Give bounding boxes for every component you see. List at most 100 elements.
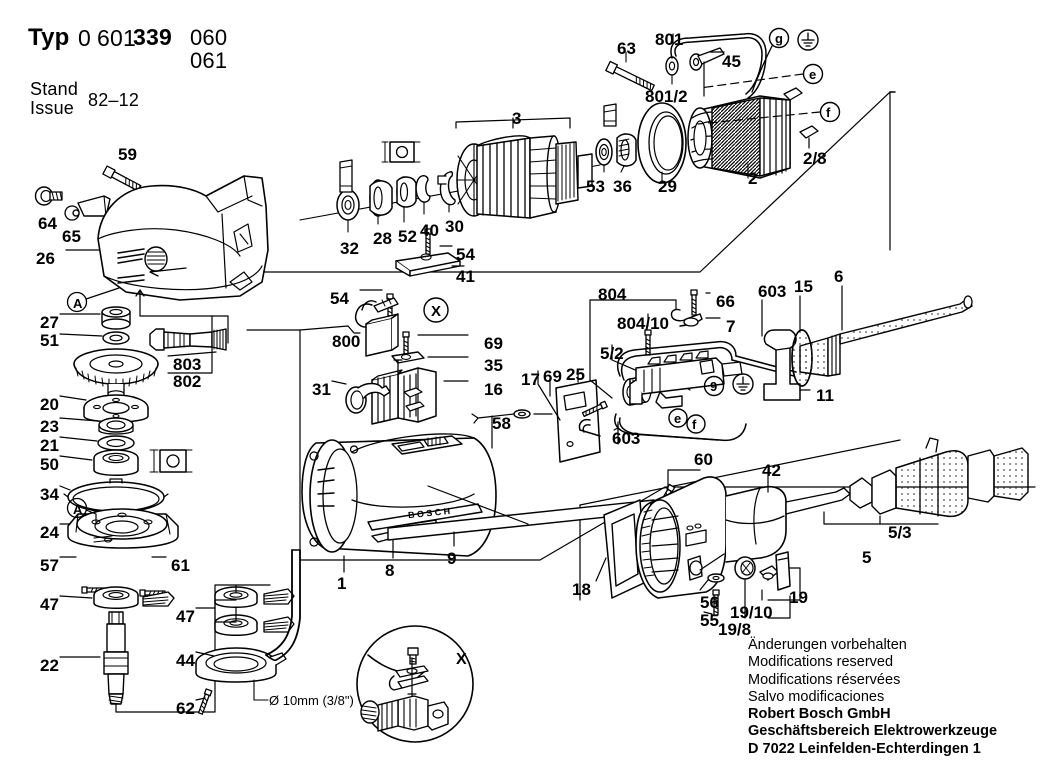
callout-50: 50	[40, 455, 59, 474]
circled-number-9: 9	[710, 379, 718, 394]
callout-45: 45	[722, 52, 741, 71]
circled-letter-f-2: f	[692, 417, 697, 432]
callout-5: 5	[862, 548, 872, 567]
callout-5/2: 5/2	[600, 344, 624, 363]
circled-letter-e: e	[809, 67, 817, 82]
callout-802: 802	[173, 372, 202, 391]
callout-21: 21	[40, 436, 59, 455]
callout-47: 47	[40, 595, 59, 614]
section-marker-a-top: A	[73, 296, 83, 311]
callout-55: 55	[700, 611, 719, 630]
callout-2/8: 2/8	[803, 149, 827, 168]
callout-11: 11	[816, 386, 834, 405]
callout-26: 26	[36, 249, 55, 268]
callout-19/10: 19/10	[730, 603, 773, 622]
company-name: Robert Bosch GmbH	[748, 706, 891, 722]
callout-15: 15	[794, 277, 813, 296]
disclaimer-de: Änderungen vorbehalten	[748, 637, 907, 653]
type-number-1: 601	[97, 25, 136, 51]
callout-62: 62	[176, 699, 195, 718]
callout-53: 53	[586, 177, 605, 196]
callout-804/10: 804/10	[617, 314, 669, 333]
callout-1: 1	[337, 574, 347, 593]
callout-61: 61	[171, 556, 190, 575]
callout-16: 16	[484, 380, 503, 399]
callout-2: 2	[748, 169, 758, 188]
callout-64: 64	[38, 214, 57, 233]
callout-35: 35	[484, 356, 503, 375]
callout-28: 28	[373, 229, 392, 248]
detail-marker-x: X	[456, 651, 467, 668]
callout-801/2: 801/2	[645, 87, 688, 106]
callout-56: 56	[700, 593, 719, 612]
section-marker-a-bottom: A	[73, 502, 83, 517]
callout-804: 804	[598, 285, 627, 304]
callout-36: 36	[613, 177, 632, 196]
callout-44: 44	[176, 651, 195, 670]
issue-date: 82–12	[88, 90, 140, 110]
callout-40: 40	[420, 221, 439, 240]
callout-9: 9	[447, 549, 457, 568]
circled-letter-g: g	[775, 31, 783, 46]
callout-63: 63	[617, 39, 636, 58]
type-variant-061: 061	[190, 48, 228, 73]
callout-801: 801	[655, 30, 684, 49]
callout-59: 59	[118, 145, 137, 164]
callout-603: 603	[758, 282, 787, 301]
callout-32: 32	[340, 239, 359, 258]
callout-8: 8	[385, 561, 395, 580]
circled-letter-e-2: e	[674, 411, 682, 426]
callout-58: 58	[492, 414, 511, 433]
callout-800: 800	[332, 332, 361, 351]
callout-65: 65	[62, 227, 81, 246]
typ-label: Typ	[28, 24, 70, 51]
callout-25: 25	[566, 365, 585, 384]
callout-60: 60	[694, 450, 713, 469]
callout-66: 66	[716, 292, 735, 311]
callout-20: 20	[40, 395, 59, 414]
callout-27: 27	[40, 313, 59, 332]
callout-803: 803	[173, 355, 202, 374]
callout-41: 41	[456, 267, 475, 286]
type-variant-060: 060	[190, 25, 228, 50]
callout-3: 3	[512, 109, 522, 128]
disclaimer-es: Salvo modificaciones	[748, 689, 885, 706]
company-address: D 7022 Leinfelden-Echterdingen 1	[748, 740, 981, 757]
callout-7: 7	[726, 317, 736, 336]
callout-54: 54	[456, 245, 475, 264]
callout-47b: 47	[176, 607, 195, 626]
callout-18: 18	[572, 580, 591, 599]
callout-54b: 54	[330, 289, 349, 308]
type-number-0: 0	[78, 25, 91, 51]
callout-69: 69	[484, 334, 503, 353]
callout-57: 57	[40, 556, 59, 575]
detail-marker-x-ref: X	[431, 303, 442, 320]
callout-23: 23	[40, 417, 59, 436]
callout-52: 52	[398, 227, 417, 246]
callout-69b: 69	[543, 367, 562, 386]
callout-30: 30	[445, 217, 464, 236]
company-block: Robert Bosch GmbH Geschäftsbereich Elekt…	[748, 706, 997, 758]
callout-22: 22	[40, 656, 59, 675]
circled-letter-f: f	[826, 105, 831, 120]
callout-6: 6	[834, 267, 844, 286]
callout-19: 19	[789, 588, 808, 607]
type-number-2: 339	[133, 24, 172, 50]
callout-42: 42	[762, 461, 781, 480]
disclaimer-en: Modifications reserved	[748, 654, 894, 671]
disclaimer-fr: Modifications réservées	[748, 671, 901, 688]
company-division: Geschäftsbereich Elektrowerkzeuge	[748, 723, 998, 740]
callout-19/8: 19/8	[718, 620, 752, 639]
diameter-note: Ø 10mm (3/8")	[269, 693, 354, 708]
callout-34: 34	[40, 485, 59, 504]
callout-5/3: 5/3	[888, 523, 912, 542]
callout-31: 31	[312, 380, 331, 399]
callout-24: 24	[40, 523, 59, 542]
callout-29: 29	[658, 177, 677, 196]
callout-17: 17	[521, 370, 540, 389]
callout-603b: 603	[612, 429, 641, 448]
callout-51: 51	[40, 331, 59, 350]
